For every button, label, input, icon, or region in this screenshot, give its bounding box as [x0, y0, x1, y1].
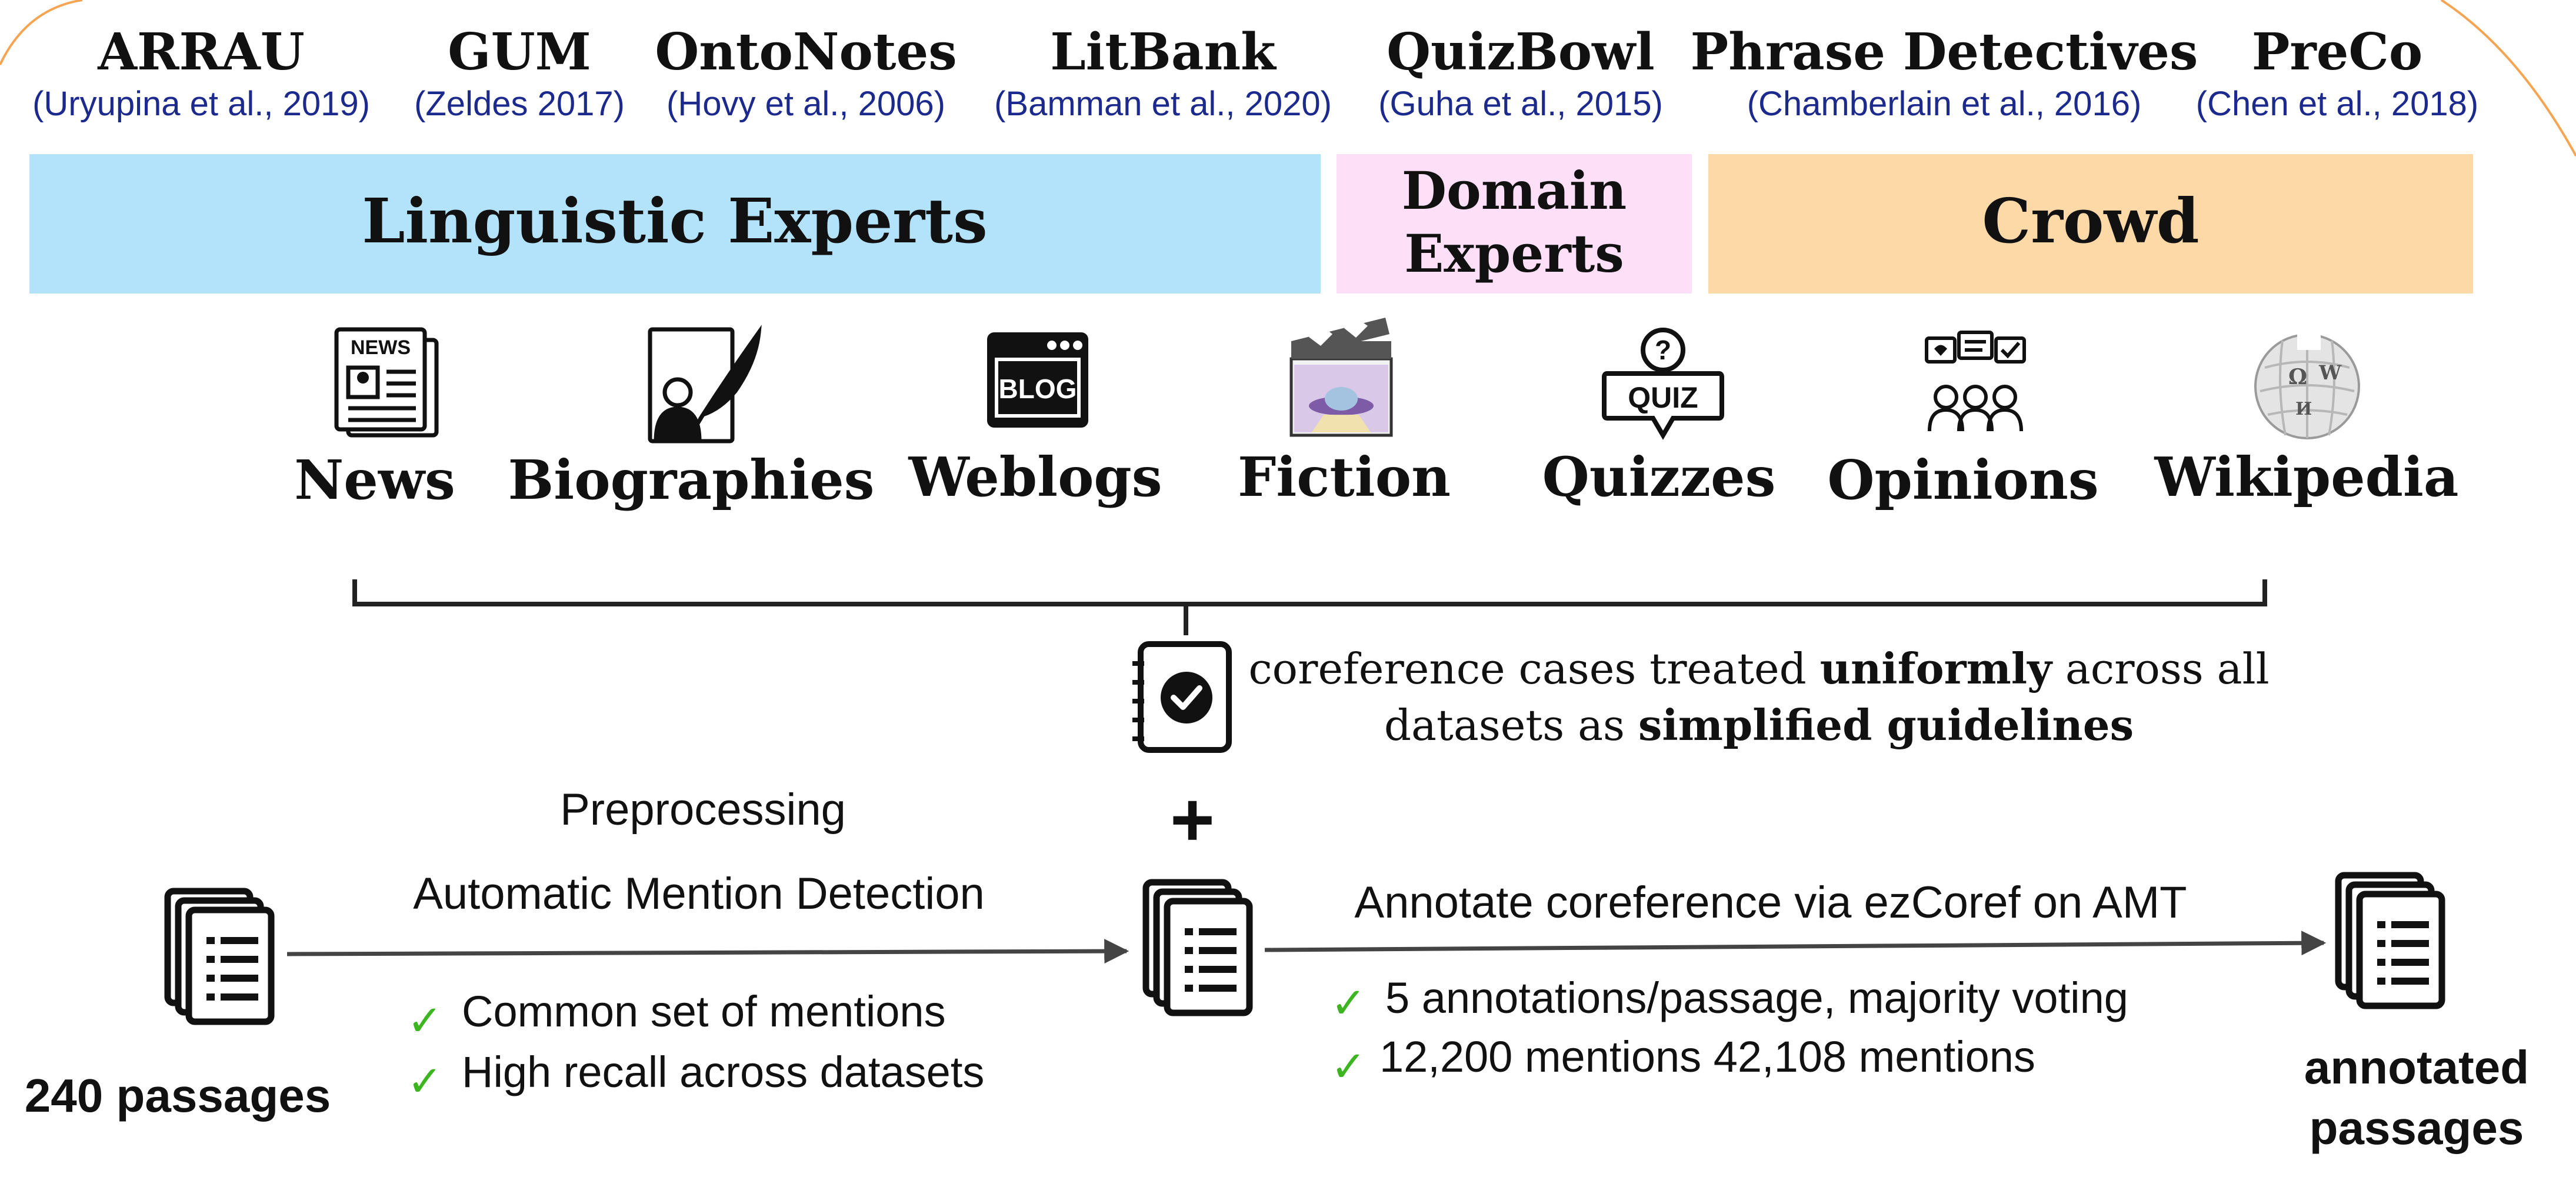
- guidelines-text: coreference cases treated uniformly acro…: [1248, 643, 2269, 750]
- input-documents-icon: [168, 891, 271, 1022]
- preprocessing-label: Preprocessing: [560, 785, 846, 835]
- domain-experts-band: [1337, 154, 1692, 294]
- preprocessing-arrow: [286, 939, 1129, 964]
- input-passages-label: 240 passages: [25, 1069, 331, 1122]
- svg-text:?: ?: [1655, 335, 1671, 365]
- domain-labels: News Biographies Weblogs Fiction Quizzes…: [294, 445, 2458, 512]
- dataset-citation: (Hovy et al., 2006): [667, 85, 945, 123]
- svg-text:BLOG: BLOG: [999, 374, 1077, 404]
- domain-label: News: [294, 448, 455, 512]
- plus-sign: +: [1170, 776, 1215, 862]
- domain-grouping-bracket: [352, 579, 2267, 635]
- newspaper-icon: NEWS: [334, 327, 439, 438]
- dataset-citation: (Chamberlain et al., 2016): [1747, 85, 2142, 123]
- domain-label: Quizzes: [1542, 445, 1776, 509]
- dataset-citations: (Uryupina et al., 2019) (Zeldes 2017) (H…: [32, 85, 2478, 123]
- guidelines-line1: coreference cases treated uniformly acro…: [1248, 643, 2269, 693]
- linguistic-experts-band: [29, 154, 1321, 294]
- dataset-citation: (Chen et al., 2018): [2196, 85, 2478, 123]
- clapperboard-icon: [1289, 318, 1393, 437]
- domain-label: Wikipedia: [2154, 445, 2458, 509]
- dataset-name: QuizBowl: [1387, 22, 1655, 82]
- step1-checks: ✓ Common set of mentions ✓ High recall a…: [407, 987, 984, 1105]
- check-mark-icon: ✓: [1331, 1043, 1366, 1091]
- biography-icon: [648, 325, 762, 444]
- intermediate-documents-icon: [1146, 882, 1249, 1013]
- annotation-arrow: [1264, 931, 2327, 956]
- dataset-name: ARRAU: [97, 22, 304, 82]
- guidelines-checklist-icon: [1132, 641, 1232, 753]
- crowd-label: Crowd: [1982, 185, 2199, 257]
- mention-detection-label: Automatic Mention Detection: [413, 869, 985, 919]
- check-item: 12,200 mentions 42,108 mentions: [1379, 1032, 2035, 1081]
- dataset-names: ARRAU GUM OntoNotes LitBank QuizBowl Phr…: [97, 22, 2422, 82]
- svg-text:Ω: Ω: [2288, 365, 2307, 389]
- dataset-name: Phrase Detectives: [1691, 22, 2198, 82]
- dataset-name: OntoNotes: [655, 22, 957, 82]
- linguistic-experts-label: Linguistic Experts: [362, 185, 987, 257]
- check-mark-icon: ✓: [1331, 980, 1366, 1027]
- wikipedia-globe-icon: Ω W И: [2254, 332, 2360, 439]
- guidelines-line2: datasets as simplified guidelines: [1384, 700, 2134, 750]
- svg-text:NEWS: NEWS: [351, 336, 411, 359]
- check-mark-icon: ✓: [407, 1058, 442, 1105]
- dataset-name: PreCo: [2252, 22, 2423, 82]
- output-documents-icon: [2338, 875, 2442, 1006]
- crowd-band: [1708, 154, 2473, 294]
- check-item: 5 annotations/passage, majority voting: [1385, 973, 2128, 1022]
- dataset-citation: (Uryupina et al., 2019): [32, 85, 370, 123]
- opinions-icon: [1925, 331, 2026, 432]
- output-passages-label-line1: annotated: [2304, 1041, 2529, 1093]
- check-mark-icon: ✓: [407, 998, 442, 1045]
- blog-icon: BLOG: [987, 332, 1088, 428]
- check-item: Common set of mentions: [462, 987, 946, 1036]
- top-left-arc-decoration: [0, 0, 83, 65]
- annotation-step-label: Annotate coreference via ezCoref on AMT: [1354, 878, 2187, 928]
- domain-label: Fiction: [1238, 445, 1451, 509]
- svg-text:QUIZ: QUIZ: [1628, 381, 1698, 414]
- domain-experts-label-line2: Experts: [1404, 223, 1624, 284]
- top-right-arc-decoration: [2440, 0, 2576, 156]
- domain-label: Biographies: [508, 448, 875, 512]
- quiz-icon: ? QUIZ: [1602, 328, 1724, 440]
- dataset-name: LitBank: [1050, 22, 1277, 82]
- svg-text:И: И: [2295, 399, 2312, 419]
- step2-checks: ✓ 5 annotations/passage, majority voting…: [1331, 973, 2128, 1091]
- dataset-citation: (Bamman et al., 2020): [994, 85, 1332, 123]
- dataset-citation: (Zeldes 2017): [414, 85, 625, 123]
- domain-experts-label-line1: Domain: [1402, 160, 1627, 221]
- dataset-name: GUM: [448, 22, 591, 82]
- output-passages-label-line2: passages: [2310, 1102, 2524, 1154]
- domain-label: Weblogs: [908, 445, 1162, 509]
- domain-label: Opinions: [1827, 448, 2098, 512]
- dataset-citation: (Guha et al., 2015): [1378, 85, 1663, 123]
- check-item: High recall across datasets: [462, 1048, 984, 1096]
- svg-text:W: W: [2318, 361, 2342, 385]
